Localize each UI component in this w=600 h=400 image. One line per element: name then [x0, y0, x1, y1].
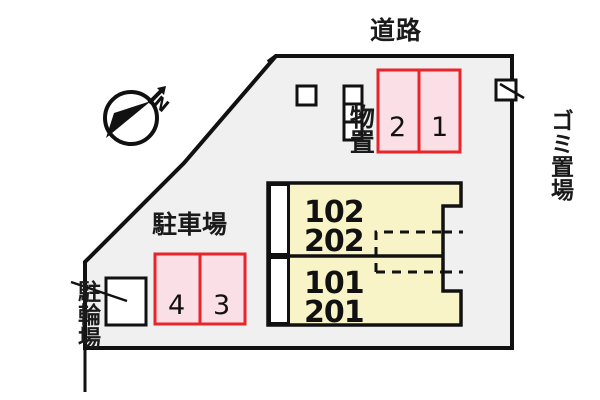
label-road: 道路 — [370, 16, 423, 45]
label-storage: 物置 — [313, 79, 376, 183]
building-outline — [266, 181, 463, 327]
compass-north-arrowhead — [157, 86, 166, 95]
label-garbage: ゴミ置場 — [515, 86, 573, 229]
parking-stall-1-number: 1 — [431, 112, 449, 143]
label-bicycle-parking: 駐輪場 — [42, 257, 100, 377]
storage-box-left — [295, 84, 318, 107]
road-frontage-line — [266, 54, 278, 64]
storage-box-right-bottom — [342, 120, 364, 142]
label-bicycle-parking-text: 駐輪場 — [73, 280, 100, 349]
parking-stall-3-number: 3 — [213, 290, 231, 321]
unit-201-number: 201 — [304, 295, 365, 330]
compass-needle — [106, 101, 151, 138]
balcony-upper — [268, 183, 290, 256]
unit-101-number: 101 — [304, 266, 365, 301]
label-parking-lot: 駐車場 — [152, 210, 228, 239]
bicycle-leader-line — [70, 280, 128, 303]
garbage-station-box — [494, 78, 518, 102]
parking-stall-1-shape[interactable] — [417, 68, 462, 154]
parking-stall-4-number: 4 — [168, 290, 186, 321]
garbage-leader-line — [499, 82, 525, 100]
parking-stall-3-shape[interactable] — [198, 252, 247, 326]
label-garbage-text: ゴミ置場 — [546, 109, 573, 201]
label-storage-text: 物置 — [346, 104, 376, 154]
corridor-dashed-upper — [374, 230, 443, 272]
unit-202-number: 202 — [304, 224, 365, 259]
unit-102-number: 102 — [304, 195, 365, 230]
balcony-lower — [268, 256, 290, 325]
parking-stall-2-number: 2 — [389, 112, 407, 143]
